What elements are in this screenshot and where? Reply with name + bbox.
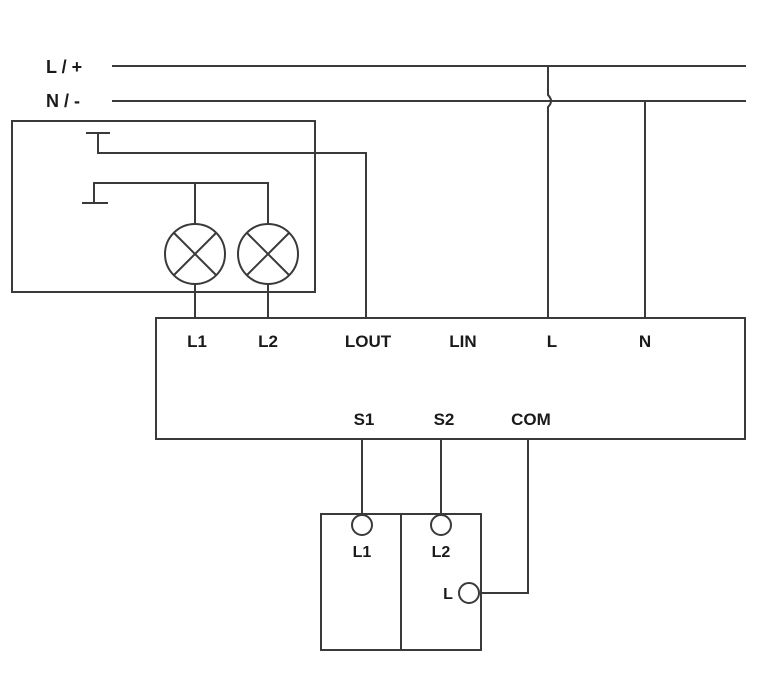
switch-l2-label: L2 [432, 544, 451, 561]
switch-l-label: L [443, 586, 453, 603]
terminal-lin-label: LIN [449, 332, 476, 351]
supply-neutral-label: N / - [46, 91, 80, 111]
terminal-l-label: L [547, 332, 557, 351]
terminal-n-label: N [639, 332, 651, 351]
terminal-com-label: COM [511, 410, 551, 429]
l-feed-wire [547, 66, 552, 318]
lamp-common-wire [93, 182, 269, 224]
terminal-s2-label: S2 [434, 410, 455, 429]
terminal-s1-label: S1 [354, 410, 375, 429]
switch-terminal-l2-icon [430, 514, 452, 536]
lout-wire [97, 133, 367, 318]
supply-line-label: L / + [46, 57, 82, 77]
lamp-1-icon [164, 223, 226, 285]
control-module [155, 317, 746, 440]
switch-l1-label: L1 [353, 544, 372, 561]
terminal-lout-label: LOUT [345, 332, 392, 351]
lamp-enclosure [11, 120, 316, 293]
terminal-l2-label: L2 [258, 332, 278, 351]
switch-terminal-l1-icon [351, 514, 373, 536]
switch-terminal-l-icon [458, 582, 480, 604]
terminal-l1-label: L1 [187, 332, 207, 351]
com-wire [480, 439, 529, 594]
lamp-2-icon [237, 223, 299, 285]
